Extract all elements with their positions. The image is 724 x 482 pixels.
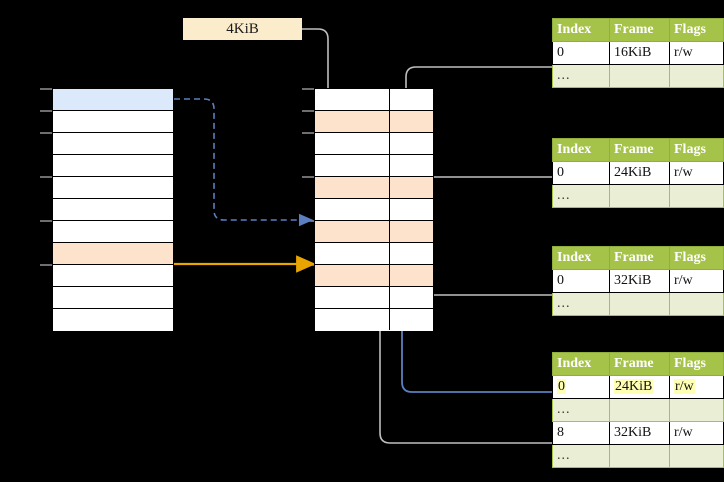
cell-index: 0	[552, 161, 610, 185]
ellipsis-cell: ...	[552, 398, 610, 422]
ellipsis-cell: ...	[552, 64, 610, 88]
column-header-index: Index	[552, 352, 610, 376]
memory-row[interactable]	[53, 243, 173, 265]
ellipsis-cell	[669, 64, 724, 88]
column-header-index: Index	[552, 138, 610, 162]
memory-row[interactable]	[53, 287, 173, 309]
ellipsis-cell	[609, 184, 670, 208]
ellipsis-row[interactable]: ...	[552, 444, 724, 468]
ellipsis-cell	[609, 292, 670, 316]
memory-row[interactable]	[53, 133, 173, 155]
highlighted-value: 0	[557, 379, 566, 394]
memory-row[interactable]	[315, 243, 433, 265]
cell-frame: 32KiB	[609, 269, 670, 293]
cell-flags: r/w	[669, 161, 724, 185]
ellipsis-row[interactable]: ...	[552, 292, 724, 316]
ellipsis-cell	[609, 444, 670, 468]
column-header-flags: Flags	[669, 138, 724, 162]
memory-row[interactable]	[315, 89, 433, 111]
column-header-frame: Frame	[609, 246, 670, 270]
left-memory-column	[52, 88, 174, 331]
wire-pt2-to-middle	[415, 176, 552, 225]
column-header-index: Index	[552, 18, 610, 42]
ellipsis-cell	[609, 398, 670, 422]
ellipsis-cell: ...	[552, 184, 610, 208]
column-header-index: Index	[552, 246, 610, 270]
ellipsis-cell	[669, 398, 724, 422]
column-header-frame: Frame	[609, 18, 670, 42]
memory-row[interactable]	[315, 155, 433, 177]
highlighted-value: 24KiB	[614, 379, 654, 394]
cell-frame: 24KiB	[609, 375, 670, 399]
memory-row[interactable]	[53, 155, 173, 177]
wire-left-blue-dashed	[174, 98, 314, 227]
memory-row[interactable]	[53, 309, 173, 331]
cell-frame: 24KiB	[609, 161, 670, 185]
cell-index: 0	[552, 375, 610, 399]
cell-frame: 16KiB	[609, 41, 670, 65]
column-header-flags: Flags	[669, 18, 724, 42]
middle-memory-column	[314, 88, 434, 331]
cell-index: 0	[552, 41, 610, 65]
column-header-flags: Flags	[669, 352, 724, 376]
memory-row[interactable]	[315, 265, 433, 287]
ellipsis-cell	[669, 184, 724, 208]
cell-flags: r/w	[669, 421, 724, 445]
ellipsis-cell: ...	[552, 292, 610, 316]
cell-frame: 32KiB	[609, 421, 670, 445]
column-header-flags: Flags	[669, 246, 724, 270]
ellipsis-cell	[669, 292, 724, 316]
ellipsis-row[interactable]: ...	[552, 64, 724, 88]
cell-flags: r/w	[669, 41, 724, 65]
memory-row[interactable]	[315, 221, 433, 243]
highlighted-value: r/w	[674, 379, 695, 394]
size-label-4kib: 4KiB	[183, 18, 302, 40]
cell-index: 0	[552, 269, 610, 293]
page-table-row[interactable]: 0 24KiB r/w	[552, 375, 724, 399]
ellipsis-cell	[609, 64, 670, 88]
memory-row[interactable]	[53, 265, 173, 287]
middle-tick-marks	[302, 88, 314, 266]
memory-row[interactable]	[53, 221, 173, 243]
ellipsis-row[interactable]: ...	[552, 398, 724, 422]
memory-row[interactable]	[315, 287, 433, 309]
ellipsis-cell	[669, 444, 724, 468]
cell-index: 8	[552, 421, 610, 445]
left-tick-marks	[40, 88, 52, 266]
memory-row[interactable]	[53, 177, 173, 199]
memory-row[interactable]	[315, 133, 433, 155]
memory-row[interactable]	[53, 111, 173, 133]
memory-row[interactable]	[315, 309, 433, 331]
cell-flags: r/w	[669, 269, 724, 293]
memory-row[interactable]	[315, 177, 433, 199]
memory-row[interactable]	[53, 199, 173, 221]
memory-row[interactable]	[315, 199, 433, 221]
column-header-frame: Frame	[609, 138, 670, 162]
column-header-frame: Frame	[609, 352, 670, 376]
ellipsis-row[interactable]: ...	[552, 184, 724, 208]
memory-row[interactable]	[315, 111, 433, 133]
ellipsis-cell: ...	[552, 444, 610, 468]
memory-row[interactable]	[53, 89, 173, 111]
middle-col-divider-1	[389, 89, 390, 330]
cell-flags: r/w	[669, 375, 724, 399]
